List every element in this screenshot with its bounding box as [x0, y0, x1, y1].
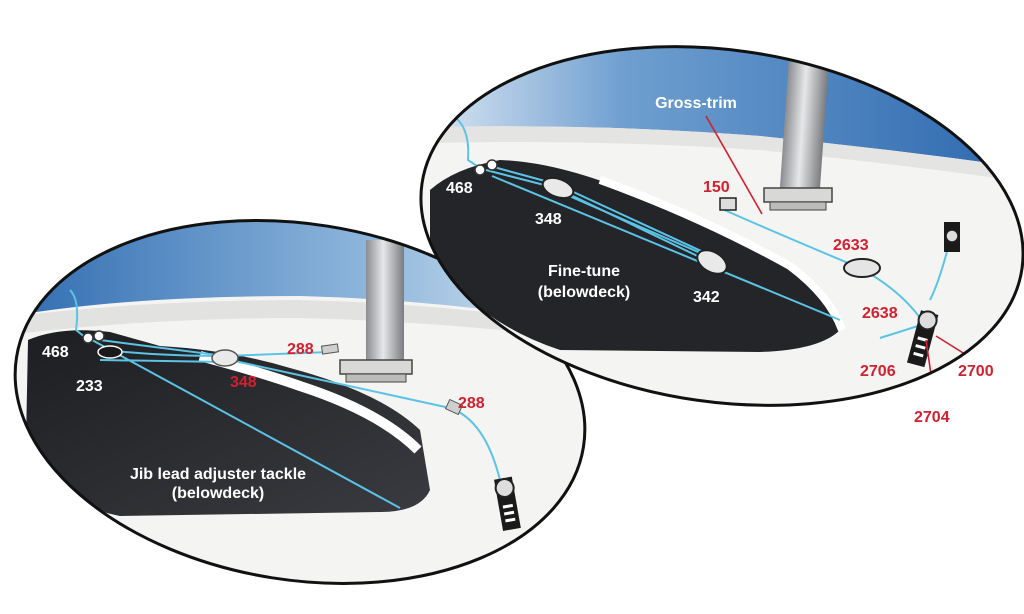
- part-label-468-left: 468: [42, 344, 69, 361]
- part-label-2704: 2704: [914, 409, 950, 426]
- part-label-348-right: 348: [535, 211, 562, 228]
- part-label-342: 342: [693, 289, 720, 306]
- mast-left: [366, 240, 404, 366]
- caption-left-line2: (belowdeck): [172, 485, 264, 502]
- title-gross-trim: Gross-trim: [655, 95, 737, 112]
- part-label-468-right: 468: [446, 180, 473, 197]
- part-label-2633: 2633: [833, 237, 869, 254]
- part-label-2638: 2638: [862, 305, 898, 322]
- belowdeck-hull-right: [430, 160, 840, 352]
- fittings-right: [474, 159, 960, 368]
- part-label-288-b: 288: [458, 395, 485, 412]
- caption-left-line1: Jib lead adjuster tackle: [130, 466, 306, 483]
- caption-right-line2: (belowdeck): [538, 284, 630, 301]
- caption-right-line1: Fine-tune: [548, 263, 620, 280]
- mast-right: [779, 58, 829, 202]
- part-label-2700: 2700: [958, 363, 994, 380]
- fittings-left: [82, 330, 521, 531]
- part-label-233: 233: [76, 378, 103, 395]
- part-label-150: 150: [703, 179, 730, 196]
- part-label-288-a: 288: [287, 341, 314, 358]
- part-label-2706: 2706: [860, 363, 896, 380]
- control-lines-right: [455, 117, 951, 339]
- part-label-348-left: 348: [230, 374, 257, 391]
